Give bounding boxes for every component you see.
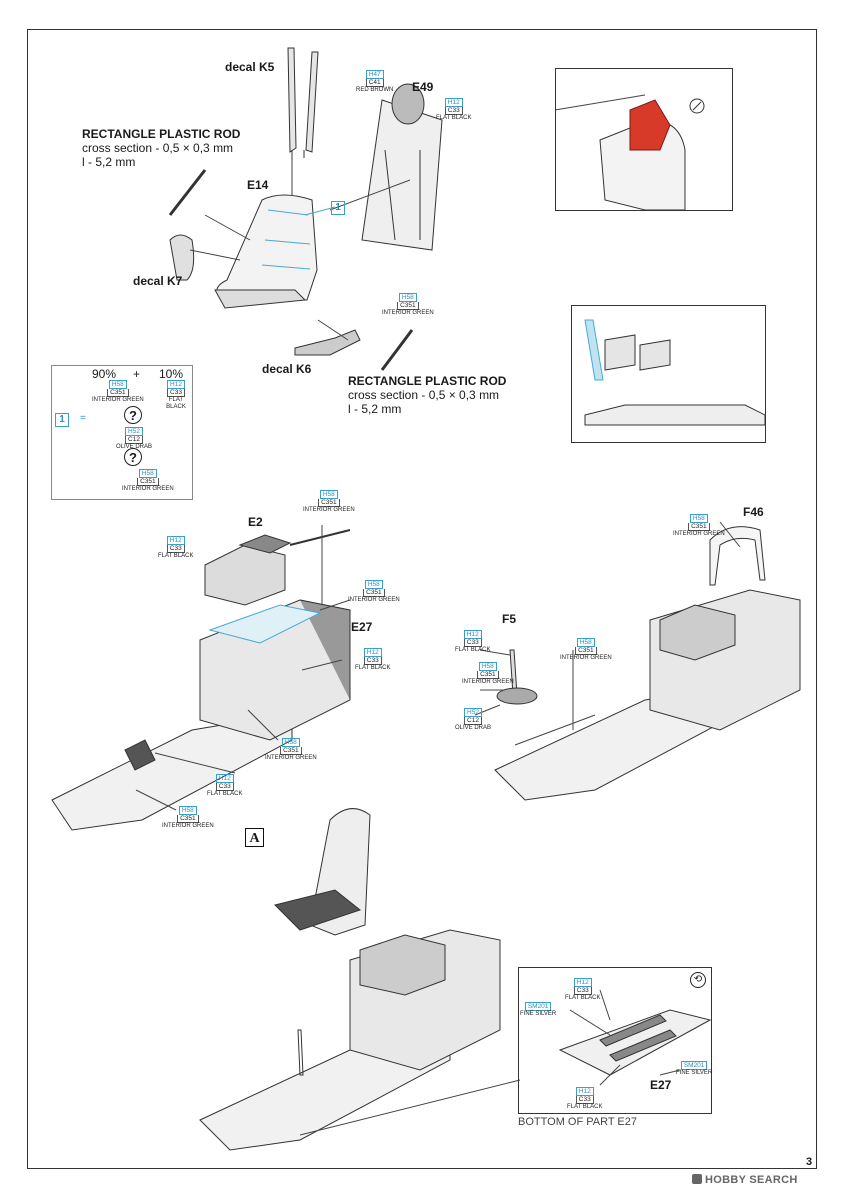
inset-side-view xyxy=(571,305,766,443)
decal-k6-shape xyxy=(294,329,361,356)
rod-note-title: RECTANGLE PLASTIC ROD xyxy=(82,127,241,141)
rod-note-length: l - 5,2 mm xyxy=(348,402,402,416)
question-icon: ? xyxy=(124,406,142,424)
rod-mid xyxy=(380,329,414,371)
section-a-assembly xyxy=(199,808,501,1151)
decal-k7-shape xyxy=(169,234,195,281)
mix-equals: = xyxy=(80,413,86,424)
control-stick-f5 xyxy=(496,649,538,705)
rotate-icon: ⟲ xyxy=(690,972,706,988)
part-label-e2: E2 xyxy=(248,515,263,529)
part-label-f5: F5 xyxy=(502,612,517,626)
decal-k5-harness xyxy=(287,47,319,160)
bottom-caption: BOTTOM OF PART E27 xyxy=(518,1116,637,1128)
part-label-e14: E14 xyxy=(247,178,269,192)
part-label-e27: E27 xyxy=(351,620,373,634)
mix-step-marker: 1 xyxy=(55,413,69,427)
armor-e49 xyxy=(361,83,443,251)
cockpit-floor-left xyxy=(51,599,351,831)
page-frame xyxy=(27,29,817,1169)
mix-plus: + xyxy=(133,367,141,381)
part-label-e27-bottom: E27 xyxy=(650,1078,672,1092)
e27-bottom-drawing xyxy=(558,1009,712,1076)
section-a-marker: A xyxy=(245,828,264,847)
rod-note-cross: cross section - 0,5 × 0,3 mm xyxy=(348,388,500,402)
rod-note-top: RECTANGLE PLASTIC ROD cross section - 0,… xyxy=(82,127,282,169)
cockpit-floor-right xyxy=(494,526,801,801)
hobby-search-logo-icon xyxy=(692,1174,702,1184)
side-view-detail xyxy=(584,319,766,426)
inset-headrest xyxy=(555,68,733,211)
rod-note-length: l - 5,2 mm xyxy=(82,155,136,169)
rod-note-mid: RECTANGLE PLASTIC ROD cross section - 0,… xyxy=(348,374,548,416)
rod-note-cross: cross section - 0,5 × 0,3 mm xyxy=(82,141,234,155)
mix-pct-1: 90% xyxy=(92,367,117,381)
mix-pct-2: 10% xyxy=(159,367,184,381)
part-label-e49: E49 xyxy=(412,80,434,94)
rod-top xyxy=(168,169,207,216)
decal-label-k6: decal K6 xyxy=(262,362,312,376)
decal-label-k7: decal K7 xyxy=(133,274,183,288)
rod-note-title: RECTANGLE PLASTIC ROD xyxy=(348,374,507,388)
watermark: HOBBY SEARCH xyxy=(692,1174,798,1186)
decal-label-k5: decal K5 xyxy=(225,60,275,74)
watermark-text: HOBBY SEARCH xyxy=(705,1174,798,1186)
seat-e14 xyxy=(214,194,318,309)
radio-box-e2 xyxy=(204,529,351,606)
step-marker-1: 1 xyxy=(331,201,345,215)
headrest-detail xyxy=(599,98,705,211)
part-label-f46: F46 xyxy=(743,505,764,519)
question-icon: ? xyxy=(124,448,142,466)
inset-e27-bottom xyxy=(518,967,712,1114)
page-number: 3 xyxy=(806,1156,813,1168)
